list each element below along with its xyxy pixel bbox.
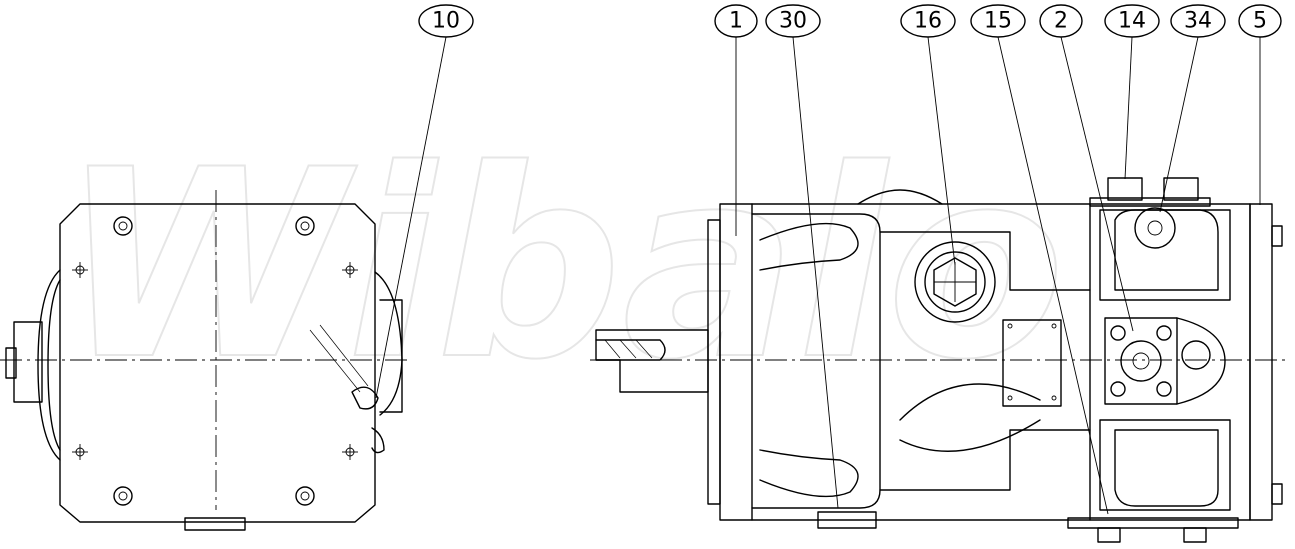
valve-block — [1104, 317, 1226, 405]
callout-30: 30 — [765, 4, 839, 509]
svg-text:10: 10 — [432, 9, 460, 34]
callout-1: 1 — [714, 4, 758, 236]
watermark: Wibalo — [60, 115, 1065, 417]
end-view — [0, 190, 410, 531]
svg-text:34: 34 — [1184, 9, 1212, 34]
callout-16: 16 — [900, 4, 956, 266]
thread-marks — [72, 262, 358, 460]
callout-2: 2 — [1039, 4, 1134, 332]
callouts: 10 1 30 16 15 2 14 — [375, 4, 1282, 515]
callout-15: 15 — [970, 4, 1109, 515]
svg-text:14: 14 — [1118, 9, 1146, 34]
bolt-holes — [113, 216, 315, 506]
side-view — [590, 177, 1290, 543]
port-16 — [914, 241, 996, 323]
callout-5: 5 — [1238, 4, 1282, 205]
callout-10: 10 — [375, 4, 474, 399]
svg-text:15: 15 — [984, 9, 1012, 34]
svg-text:1: 1 — [729, 9, 743, 34]
svg-text:16: 16 — [914, 9, 942, 34]
svg-text:30: 30 — [779, 9, 807, 34]
callout-34: 34 — [1159, 4, 1226, 213]
svg-text:5: 5 — [1253, 9, 1267, 34]
svg-text:2: 2 — [1054, 9, 1068, 34]
callout-14: 14 — [1104, 4, 1160, 180]
